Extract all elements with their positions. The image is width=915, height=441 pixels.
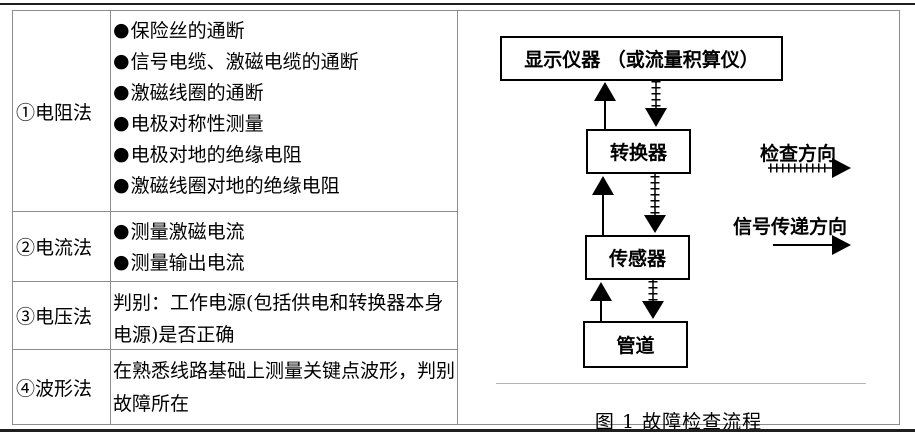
method-cell-resistance: ①电阻法 bbox=[13, 11, 111, 212]
flow-node-converter: 转换器 bbox=[586, 129, 691, 174]
fault-check-flowchart: 显示仪器 （或流量积算仪） 转换器 传感器 管道 检查方向 信号传递方向 图 1… bbox=[458, 11, 899, 433]
method-cell-current: ②电流法 bbox=[13, 212, 111, 282]
desc-line: 电源)是否正确 bbox=[113, 317, 457, 349]
desc-text: 保险丝的通断 bbox=[130, 20, 245, 42]
desc-line: 在熟悉线路基础上测量关键点波形，判别 bbox=[113, 353, 457, 386]
method-cell-voltage: ③电压法 bbox=[13, 282, 111, 350]
method-label: ②电流法 bbox=[16, 237, 93, 259]
bullet-glyph: ● bbox=[113, 173, 130, 196]
bullet-glyph: ● bbox=[113, 142, 130, 165]
desc-text: 判别：工作电源(包括供电和转换器本身 bbox=[113, 291, 444, 314]
flow-node-pipe: 管道 bbox=[583, 321, 688, 368]
desc-cell-current: ●测量激磁电流 ●测量输出电流 bbox=[111, 212, 458, 282]
bullet-glyph: ● bbox=[113, 49, 130, 72]
up-arrow-1 bbox=[594, 82, 616, 130]
desc-line: ●保险丝的通断 bbox=[113, 14, 457, 45]
desc-text: 电极对称性测量 bbox=[130, 113, 264, 135]
desc-text: 在熟悉线路基础上测量关键点波形，判别 bbox=[113, 360, 456, 382]
up-arrow-2 bbox=[592, 176, 614, 236]
desc-line: ●测量激磁电流 bbox=[113, 215, 457, 246]
signal-direction-arrow-icon bbox=[773, 235, 851, 255]
flow-node-label: 转换器 bbox=[609, 142, 667, 164]
desc-text: 激磁线圈的通断 bbox=[130, 82, 264, 104]
desc-line: ●激磁线圈对地的绝缘电阻 bbox=[113, 169, 457, 200]
bullet-glyph: ● bbox=[113, 111, 130, 134]
legend-check-direction: 检查方向 bbox=[760, 143, 837, 165]
bullet-glyph: ● bbox=[113, 250, 130, 273]
up-arrow-3 bbox=[590, 282, 612, 322]
flow-node-sensor: 传感器 bbox=[585, 235, 690, 280]
legend-signal-direction: 信号传递方向 bbox=[733, 216, 848, 238]
desc-line: ●信号电缆、激磁电缆的通断 bbox=[113, 45, 457, 76]
desc-text: 电极对地的绝缘电阻 bbox=[130, 144, 302, 166]
check-direction-arrow-icon bbox=[768, 158, 851, 178]
desc-text: 信号电缆、激磁电缆的通断 bbox=[130, 51, 359, 73]
down-ticked-arrow-2 bbox=[644, 174, 666, 233]
desc-text: 故障所在 bbox=[113, 393, 190, 415]
desc-line: 故障所在 bbox=[113, 386, 457, 419]
bullet-glyph: ● bbox=[113, 80, 130, 103]
desc-cell-resistance: ●保险丝的通断 ●信号电缆、激磁电缆的通断 ●激磁线圈的通断 ●电极对称性测量 … bbox=[111, 11, 458, 212]
desc-text: 电源)是否正确 bbox=[113, 323, 235, 346]
desc-text: 测量激磁电流 bbox=[130, 221, 245, 243]
method-label: ③电压法 bbox=[16, 306, 93, 328]
flowchart-arrows bbox=[590, 80, 851, 322]
bottom-rule bbox=[0, 429, 915, 432]
bullet-glyph: ● bbox=[113, 18, 130, 41]
caption-divider bbox=[496, 383, 866, 384]
figure-caption: 图 1 故障检查流程 bbox=[594, 411, 763, 433]
desc-line: ●激磁线圈的通断 bbox=[113, 76, 457, 107]
method-label: ④波形法 bbox=[16, 377, 93, 400]
method-cell-waveform: ④波形法 bbox=[13, 350, 111, 424]
desc-line: 判别：工作电源(包括供电和转换器本身 bbox=[113, 285, 457, 317]
desc-line: ●电极对称性测量 bbox=[113, 107, 457, 138]
desc-text: 激磁线圈对地的绝缘电阻 bbox=[130, 175, 340, 197]
down-ticked-arrow-1 bbox=[645, 80, 667, 127]
desc-cell-voltage: 判别：工作电源(包括供电和转换器本身 电源)是否正确 bbox=[111, 282, 458, 350]
method-label: ①电阻法 bbox=[16, 101, 93, 124]
flow-node-label: 显示仪器 （或流量积算仪） bbox=[524, 49, 759, 71]
down-ticked-arrow-3 bbox=[642, 280, 664, 319]
bullet-glyph: ● bbox=[113, 219, 130, 242]
flow-node-display-instrument: 显示仪器 （或流量积算仪） bbox=[500, 36, 783, 81]
flow-node-label: 传感器 bbox=[608, 248, 666, 270]
desc-cell-waveform: 在熟悉线路基础上测量关键点波形，判别 故障所在 bbox=[111, 350, 458, 424]
desc-text: 测量输出电流 bbox=[130, 252, 245, 274]
top-rule bbox=[0, 3, 915, 5]
fault-method-table: ①电阻法 ●保险丝的通断 ●信号电缆、激磁电缆的通断 ●激磁线圈的通断 ●电极对… bbox=[12, 10, 900, 433]
flow-node-label: 管道 bbox=[616, 335, 655, 357]
desc-line: ●测量输出电流 bbox=[113, 246, 457, 277]
desc-line: ●电极对地的绝缘电阻 bbox=[113, 138, 457, 169]
